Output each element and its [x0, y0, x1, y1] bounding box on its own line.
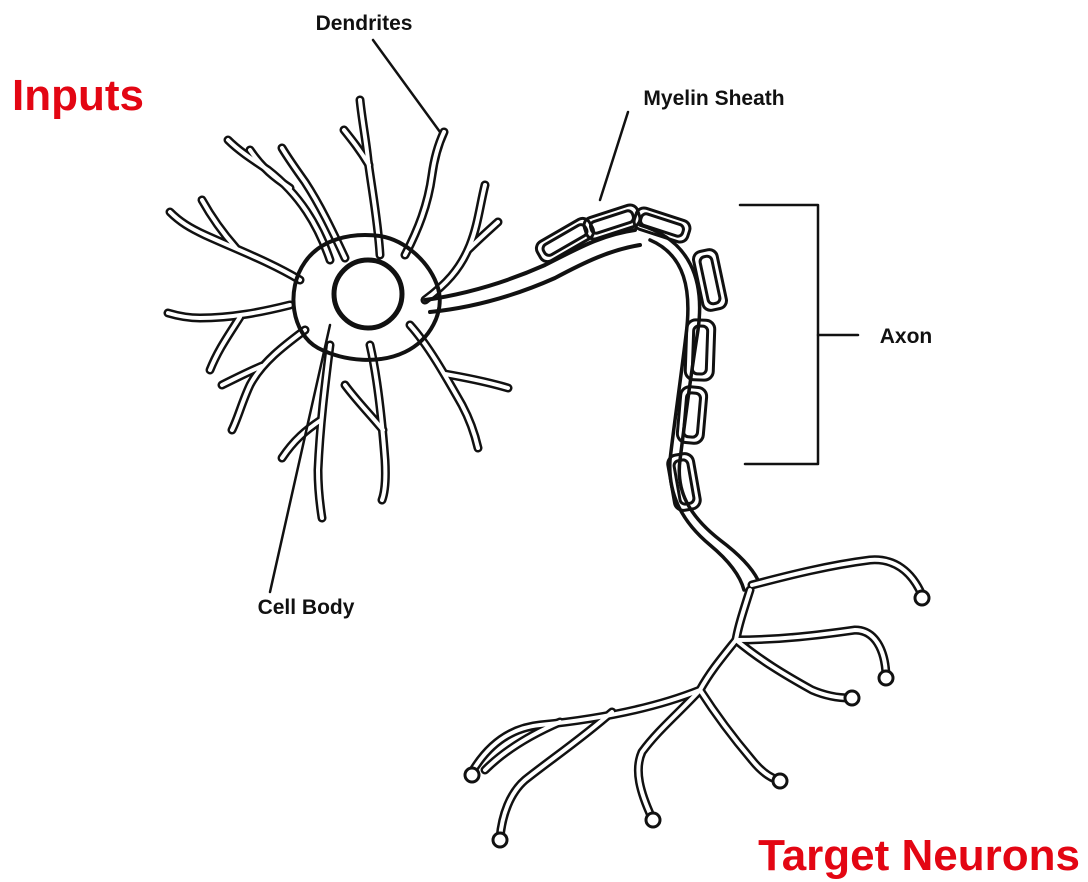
cell-body-label: Cell Body: [258, 596, 355, 619]
target-neurons-label: Target Neurons: [758, 831, 1080, 880]
myelin-segment: [692, 248, 728, 312]
terminal-bouton: [646, 813, 660, 827]
axon-terminals: [465, 560, 929, 847]
terminal-bouton: [465, 768, 479, 782]
myelin-segment: [677, 386, 708, 444]
myelin-segment: [534, 215, 597, 264]
myelin-segment: [632, 206, 692, 244]
inputs-label: Inputs: [12, 71, 144, 120]
nucleus: [334, 260, 402, 328]
myelin-leader: [600, 112, 628, 200]
terminal-bouton: [915, 591, 929, 605]
myelin-segment: [685, 320, 715, 381]
axon-label: Axon: [880, 325, 933, 348]
terminal-bouton: [773, 774, 787, 788]
dendrites-label: Dendrites: [316, 12, 413, 35]
terminal-bouton: [845, 691, 859, 705]
dendrites-leader: [373, 40, 440, 132]
terminal-bouton: [879, 671, 893, 685]
myelin-sheath: [534, 203, 728, 512]
axon-bracket: [740, 205, 818, 464]
axon-trunk: [425, 225, 758, 590]
myelin-sheath-label: Myelin Sheath: [643, 87, 784, 110]
terminal-bouton: [493, 833, 507, 847]
